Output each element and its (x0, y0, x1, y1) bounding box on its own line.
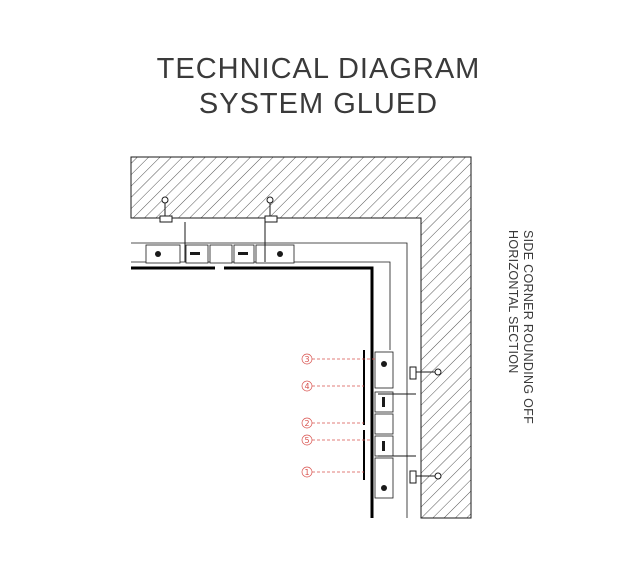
title-line-2: SYSTEM GLUED (198, 88, 439, 120)
side-label: SIDE CORNER ROUNDING OFF HORIZONTAL SECT… (505, 230, 535, 445)
side-anchors (378, 366, 442, 484)
side-screw-holes (381, 361, 387, 491)
top-clips (145, 244, 295, 264)
callout-2-label: 2 (304, 419, 309, 428)
callout-4-label: 4 (304, 382, 309, 391)
callout-3: 3 (301, 353, 375, 365)
callouts: 3 4 2 5 1 (301, 353, 375, 478)
panel-edge (131, 266, 374, 518)
side-clips (374, 351, 394, 499)
callout-1-label: 1 (304, 468, 309, 477)
top-anchors (159, 196, 278, 262)
callout-2: 2 (301, 417, 364, 429)
diagram-title: TECHNICAL DIAGRAM SYSTEM GLUED (0, 52, 637, 122)
hatched-wall (130, 156, 472, 519)
callout-3-label: 3 (304, 355, 309, 364)
callout-5-label: 5 (304, 436, 309, 445)
callout-4: 4 (301, 380, 364, 392)
callout-5: 5 (301, 434, 372, 446)
top-screw-holes (155, 251, 283, 257)
title-line-1: TECHNICAL DIAGRAM (156, 53, 481, 85)
profile-outline (131, 242, 408, 518)
callout-1: 1 (301, 466, 364, 478)
side-label-line-2: HORIZONTAL SECTION (506, 230, 520, 374)
side-label-line-1: SIDE CORNER ROUNDING OFF (521, 230, 535, 425)
